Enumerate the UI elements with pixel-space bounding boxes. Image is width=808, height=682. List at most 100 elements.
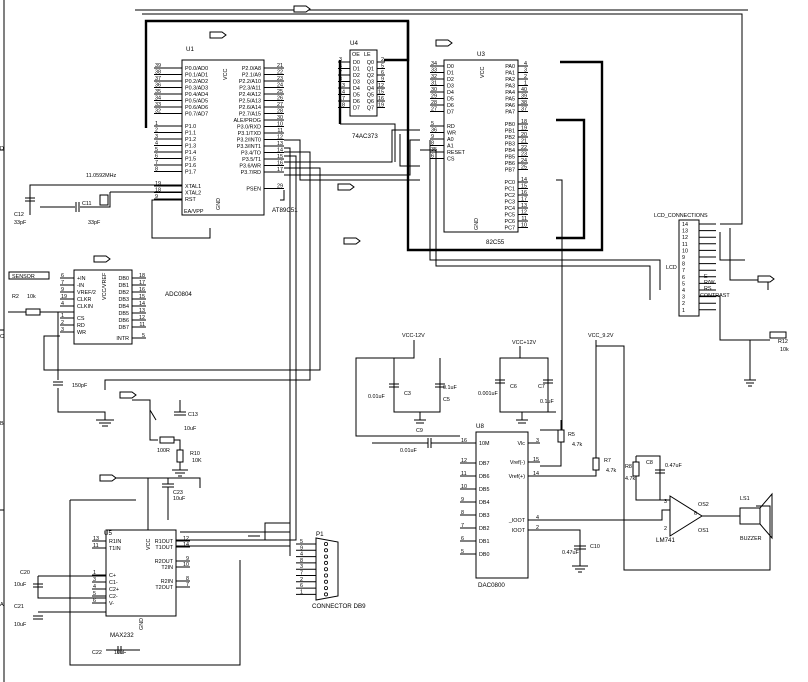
- u1-left-pin-label: P1.7: [185, 170, 196, 176]
- u3-right-pin-label: PC6: [505, 219, 516, 225]
- c7-ref: C7: [538, 384, 545, 390]
- margin-label-b: B: [0, 421, 4, 427]
- dac-ref: U8: [476, 423, 484, 430]
- lm741-pin3: 3: [664, 499, 667, 505]
- max-left-pin-number: 6: [93, 598, 96, 604]
- u4-left-pin-number: 17: [339, 96, 345, 102]
- max-left-pin-number: 11: [93, 543, 99, 549]
- u4-left-pin-number: 3: [339, 57, 342, 63]
- u3-right-pin-number: 39: [521, 94, 527, 100]
- u1-right-pin-number: 21: [277, 63, 283, 69]
- adc-left-pin-number: 9: [61, 287, 64, 293]
- u3-right-pin-label: PA0: [505, 64, 515, 70]
- r12-ref: R12: [778, 339, 788, 345]
- amp-lm741: LM741 OS2 OS1 3 2 6 R8 4.7k C8 0.47uF LS…: [625, 455, 773, 544]
- u1-left-pin-label: P1.5: [185, 157, 196, 163]
- c13-ref: C13: [188, 412, 198, 418]
- db9-pin-contact: [323, 554, 328, 559]
- max-right-pin-number: 14: [183, 542, 189, 548]
- u1-right-pin-number: 24: [277, 83, 283, 89]
- lm741-os2: OS2: [698, 502, 709, 508]
- u1-left-pin-number: 9: [155, 194, 158, 200]
- lm741-os1: OS1: [698, 528, 709, 534]
- u1-left-pin-label: P1.2: [185, 137, 196, 143]
- c9-value: 0.01uF: [400, 448, 417, 454]
- u4-right-pin-number: 5: [381, 64, 384, 70]
- c22-ref: C22: [92, 650, 102, 656]
- dac-left-pin-number: 10: [461, 484, 467, 490]
- lcd-label: LCD: [666, 265, 677, 271]
- u3-right-pin-label: PA7: [505, 110, 515, 116]
- adc-left-pin-number: 1: [61, 313, 64, 319]
- u3-right-pin-label: PC0: [505, 180, 516, 186]
- vcc-92: VCC_9.2V: [588, 333, 614, 339]
- data-bus: [144, 19, 604, 252]
- adc-left-pin-label: CS: [77, 316, 85, 322]
- adc-right-pin-label: DB2: [119, 290, 130, 296]
- lcd-pin-number: 9: [682, 255, 685, 261]
- u1-right-pin-number: 29: [277, 184, 283, 190]
- adc-right-pin-number: 11: [139, 322, 145, 328]
- u3-left-pin-number: 5: [431, 121, 434, 127]
- u4-ref: U4: [350, 40, 358, 47]
- max-right-pin-number: 9: [186, 556, 189, 562]
- u1-left-pin-label: P0.0/AD0: [185, 66, 208, 72]
- u1-right-pin-label: P2.4/A12: [239, 92, 261, 98]
- u1-right-pin-label: P3.2/INT0: [237, 138, 261, 144]
- u1-left-pin-label: P0.2/AD2: [185, 79, 208, 85]
- adc-right-pin-number: 18: [139, 273, 145, 279]
- u1-right-pin-label: P2.5/A13: [239, 99, 261, 105]
- u1-right-pin-number: 12: [277, 135, 283, 141]
- max-left-pin-number: 3: [93, 577, 96, 583]
- c6-ref: C6: [510, 384, 517, 390]
- u1-right-pin-label: P3.1/TXD: [238, 131, 261, 137]
- max-left-pin-label: C2-: [109, 594, 118, 600]
- vcc-flag: [337, 183, 355, 191]
- db9-pin-contact: [323, 542, 328, 547]
- vcc-flag: [119, 391, 137, 399]
- u3-right-pin-label: PB7: [505, 168, 515, 174]
- u1-left-pin-number: 2: [155, 128, 158, 134]
- lcd-pin-number: 1: [682, 308, 685, 314]
- u1-right-pin-number: 28: [277, 109, 283, 115]
- adc-right-pin-label: DB5: [119, 311, 130, 317]
- max-left-pin-number: 1: [93, 570, 96, 576]
- dac-part: DAC0800: [478, 582, 505, 589]
- u3-right-pin-number: 20: [521, 132, 527, 138]
- u3-left-pin-number: 35: [431, 147, 437, 153]
- c11-value: 33pF: [88, 220, 101, 226]
- u3-left-pin-label: D7: [447, 110, 454, 116]
- lcd-title: LCD_CONNECTIONS: [654, 213, 708, 219]
- reset-circuit: 100R R10 10K C13 10uF: [132, 399, 202, 477]
- lcd-rw: R/W: [704, 280, 715, 286]
- dac-left-pin-number: 12: [461, 458, 467, 464]
- u3-right-pin-number: 4: [524, 61, 527, 67]
- u4-right-pin-label: Q4: [367, 86, 374, 92]
- db9-pin-number: 9: [300, 545, 303, 551]
- c22-value: 10uF: [114, 650, 127, 656]
- u4-left-pin-label: D5: [353, 93, 360, 99]
- r5-ref: R5: [568, 432, 575, 438]
- u1-left-pin-number: 35: [155, 89, 161, 95]
- lcd-pin-number: 3: [682, 295, 685, 301]
- r2-value: 10k: [27, 294, 36, 300]
- u3-right-pin-number: 21: [521, 139, 527, 145]
- u3-left-pin-number: 31: [431, 81, 437, 87]
- max-right-pin-label: T2OUT: [155, 585, 173, 591]
- u3-right-pin-number: 18: [521, 119, 527, 125]
- u1-left-pin-label: P1.1: [185, 131, 196, 137]
- u4-right-pin-label: Q5: [367, 93, 374, 99]
- u3-left-pin-label: RD: [447, 124, 455, 130]
- max-left-pin-number: 5: [93, 591, 96, 597]
- u1-right-pin-number: 23: [277, 76, 283, 82]
- c23-ref: C23: [173, 490, 183, 496]
- u3-right-pin-label: PB6: [505, 161, 515, 167]
- adc-left-pin-label: CLKIN: [77, 304, 93, 310]
- power-flags: [93, 5, 775, 482]
- connector-label: CONNECTOR DB9: [312, 603, 366, 610]
- u1-right-pin-label: PSEN: [246, 187, 261, 193]
- adc-right-pin-label: DB1: [119, 283, 130, 289]
- c6-value: 0.001uF: [478, 391, 498, 397]
- vcc-12p: VCC+12V: [512, 340, 537, 346]
